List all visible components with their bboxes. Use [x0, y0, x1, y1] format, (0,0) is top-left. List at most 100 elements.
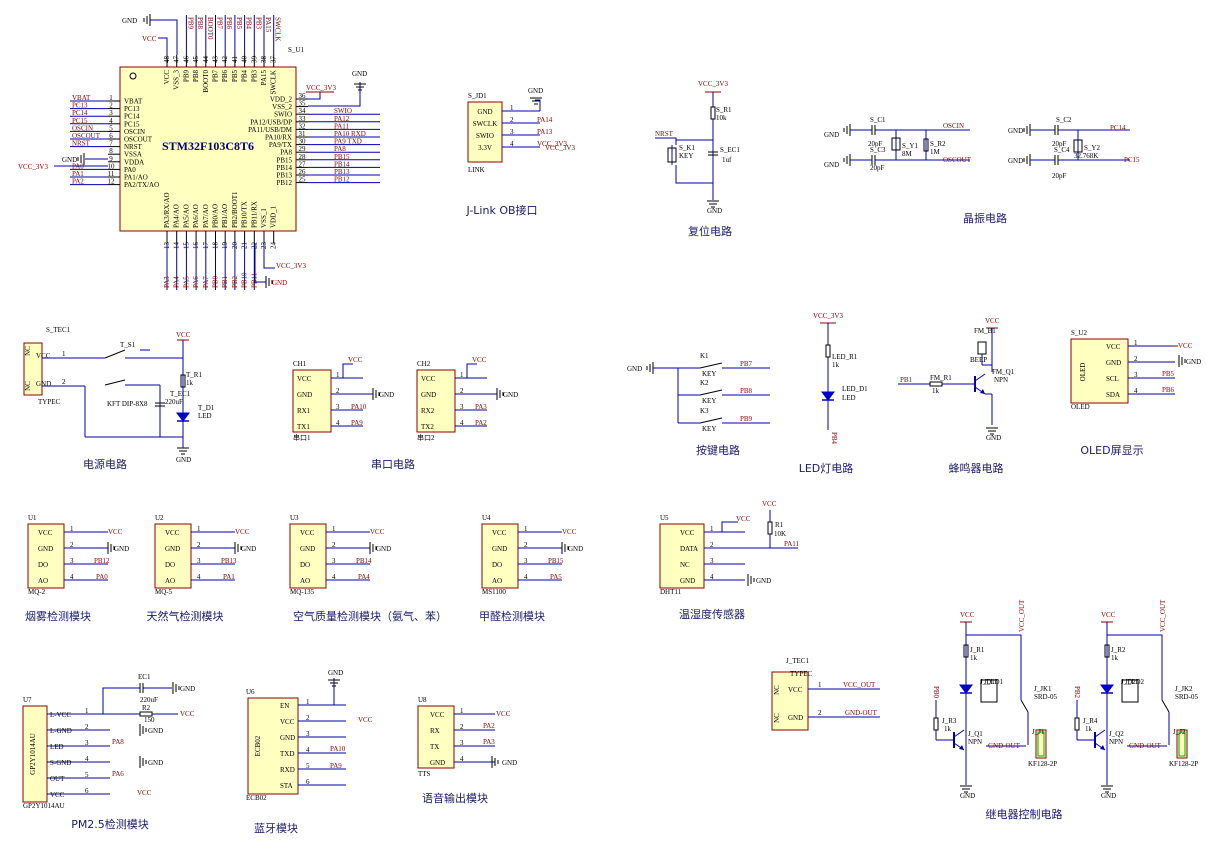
net-label: PB12 [334, 176, 350, 184]
mcu-pin-name: VSS_1 [260, 208, 268, 228]
sensor-pin-num: 4 [70, 573, 74, 581]
typec-type: TYPEC [38, 398, 61, 406]
net-label: PA3 [163, 276, 171, 288]
power-led [176, 412, 190, 422]
reset-cap [708, 151, 718, 156]
mcu-pin-name: BOOT0 [202, 70, 210, 93]
gnd-bottom [265, 276, 273, 288]
pm25-gnd1 [172, 682, 180, 694]
bt-gnd-top [328, 679, 340, 687]
relay-k-val: SRD-05 [1175, 693, 1198, 701]
typec-nc: NC [24, 381, 32, 391]
net-label: PA0 [96, 573, 108, 581]
key-ref: K3 [700, 407, 709, 415]
net-label: PB14 [334, 160, 350, 168]
pm25-pin-num: 4 [85, 755, 89, 763]
c4-val: 20pF [1052, 172, 1067, 180]
relay-r [963, 644, 969, 658]
mcu-pin-num: 48 [163, 56, 171, 64]
vcc-label: VCC_3V3 [813, 312, 843, 320]
uart-pin-name: GND [297, 391, 312, 399]
sensor-ref: U2 [155, 514, 164, 522]
net-label: PA5 [550, 573, 562, 581]
dht-caption: 温湿度传感器 [679, 607, 745, 621]
mcu-pin-num: 6 [109, 132, 113, 140]
pm25-pin-name: VCC [50, 791, 65, 799]
dht-pin-name: GND [680, 577, 695, 585]
dht-body [659, 523, 705, 589]
jlink-gnd [530, 97, 542, 105]
net-label: PB11 [250, 272, 258, 288]
net-label: PA2 [475, 419, 487, 427]
net-label: PA3 [483, 738, 495, 746]
net-label: PA5 [182, 276, 190, 288]
typec2-pin-vcc: VCC [788, 686, 803, 694]
net-label: PA1 [223, 573, 235, 581]
gnd-label: GND [707, 207, 722, 215]
gnd-label: GND [824, 161, 839, 169]
sensor-pin-name: AO [165, 577, 175, 585]
mcu-pin-num: 8 [109, 147, 113, 155]
relay-q-ref: J_Q1 [968, 730, 983, 738]
mcu-pin-name: VSSA [124, 151, 142, 159]
sensor-part: MQ-5 [155, 588, 173, 596]
dht-pin-name: VCC [680, 529, 695, 537]
xtal-gnd2 [843, 154, 851, 166]
mcu-pin-num: 34 [299, 107, 307, 115]
sensor-caption: 空气质量检测模块（氨气、苯） [293, 609, 447, 623]
uart-body [416, 369, 456, 433]
mcu-pin-num: 39 [250, 56, 258, 64]
key-switch [699, 389, 723, 396]
mcu-pin-num: 33 [299, 115, 307, 123]
bt-pin-name: EN [280, 702, 289, 710]
xtal-c2 [1054, 125, 1059, 135]
pm25-gnd3 [139, 756, 147, 768]
vcc-label: VCC [176, 331, 191, 339]
sensor-caption: 天然气检测模块 [147, 609, 224, 623]
ec-val: 220uF [140, 696, 158, 704]
mcu-pin-name: PA4/AO [173, 204, 181, 228]
mcu-pin-name: PB10/TX [241, 201, 249, 228]
key-val: KEY [702, 370, 716, 378]
vcc-label: VCC [348, 356, 363, 364]
dht-r-ref: R1 [775, 521, 784, 529]
xtal-gnd4 [1023, 154, 1031, 166]
mcu-pin-name: PB6 [221, 70, 229, 83]
net-label: PB0 [212, 275, 220, 288]
relay-npn [953, 729, 965, 751]
oled-body-text: OLED [1079, 363, 1087, 382]
xtal-y2 [1073, 139, 1083, 153]
r-val: 1k [186, 379, 194, 387]
mcu-pin-name: PA9/TX [269, 141, 292, 149]
relay-rb [1074, 717, 1080, 731]
terminal-block [1178, 731, 1186, 757]
net-label: PA4 [173, 276, 181, 288]
net-label: PA9 [330, 762, 342, 770]
jlink-pin-name: SWIO [476, 132, 494, 140]
reset-r-ref: S_R1 [716, 106, 732, 114]
sensor-pin-name: AO [38, 577, 48, 585]
mcu-pin-name: PB8 [192, 70, 200, 83]
vcc3v3-label: VCC_3V3 [276, 262, 306, 270]
mcu-pin-name: PA1/AO [124, 174, 148, 182]
bt-body [247, 697, 299, 795]
relay-rb-val: 1k [944, 725, 952, 733]
vcc3v3-label: VCC_3V3 [306, 84, 336, 92]
relay-ld-ref: J_LD2 [1125, 678, 1145, 686]
c3-val: 20pF [870, 164, 885, 172]
mcu-pin-num: 46 [182, 56, 190, 64]
wire [675, 165, 713, 184]
mcu-pin-num: 11 [108, 170, 115, 178]
gnd-label: GND [1186, 358, 1201, 366]
mcu-pin-num: 47 [173, 56, 181, 64]
gnd-vss2 [354, 83, 366, 91]
vcc-label: VCC [496, 710, 511, 718]
relay-terminal [1035, 729, 1047, 759]
net-label: NRST [72, 140, 91, 148]
tts-pin-name: TX [430, 743, 439, 751]
mcu-pin-num: 41 [231, 56, 239, 64]
oled-pin-name: SCL [1106, 375, 1119, 383]
wire [966, 634, 1022, 700]
gnd-out-label: GND-OUT [988, 742, 1021, 750]
